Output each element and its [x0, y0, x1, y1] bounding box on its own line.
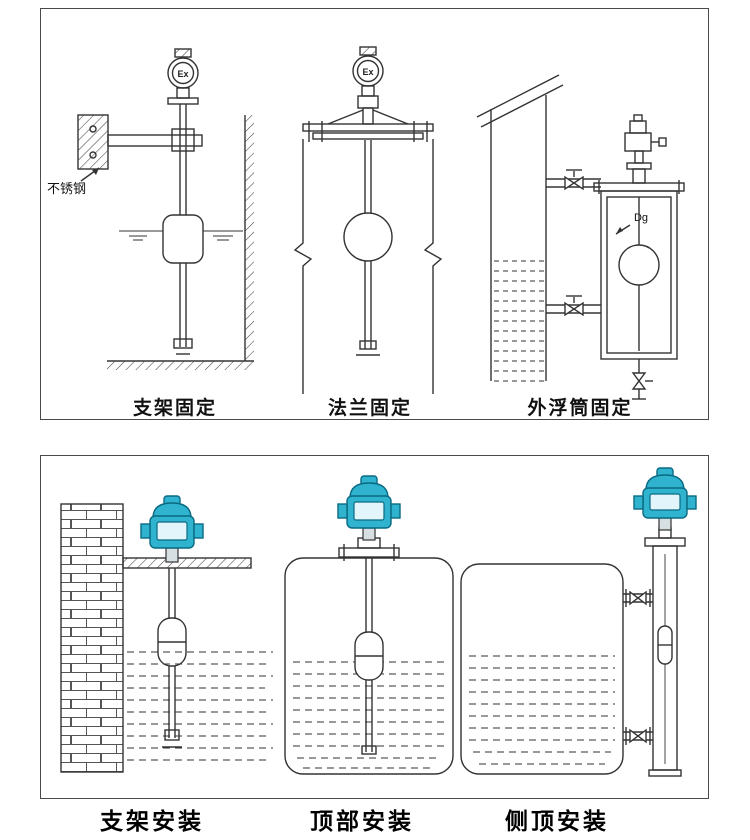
valve-icon	[629, 728, 647, 744]
bottom-stop	[361, 745, 377, 755]
chamber-transmitter	[624, 114, 667, 184]
panel-fixing-methods: Ex	[40, 8, 709, 420]
bottom-connection-valve	[546, 295, 601, 317]
figure-external-chamber: Dg	[476, 74, 685, 400]
float-body	[354, 631, 384, 681]
valve-icon	[564, 175, 584, 191]
figure-side-top-install	[460, 467, 697, 777]
tank-wall	[107, 115, 254, 370]
liquid-level-dashes	[469, 655, 615, 765]
display-window	[649, 493, 681, 511]
stainless-steel-label: 不锈钢	[47, 181, 86, 196]
external-tube	[648, 545, 682, 777]
caption-flange-fixed: 法兰固定	[327, 398, 413, 419]
float-ball	[618, 244, 660, 286]
top-connection-valve	[623, 589, 653, 607]
stainless-steel-callout: 不锈钢	[47, 167, 100, 196]
brick-wall	[60, 503, 124, 773]
dg-callout: Dg	[615, 212, 648, 235]
caption-external-chamber-fixed: 外浮筒固定	[527, 398, 633, 419]
transmitter	[140, 495, 204, 563]
float-body	[657, 625, 673, 665]
caption-bracket-install: 支架安装	[100, 808, 204, 834]
figure-bracket-fixed: Ex	[47, 48, 254, 370]
dg-label: Dg	[634, 212, 648, 224]
transmitter	[633, 467, 697, 531]
ex-head-icon: Ex	[352, 46, 384, 125]
float-ball	[343, 212, 393, 262]
transmitter	[337, 475, 401, 541]
mounting-flange	[338, 537, 400, 561]
tank-wall	[293, 139, 443, 394]
display-window	[353, 501, 385, 521]
valve-icon	[564, 301, 584, 317]
liquid-level-dashes	[127, 651, 273, 761]
display-window	[156, 521, 188, 541]
top-connection-valve	[546, 169, 601, 191]
bracket-arm	[77, 114, 203, 170]
panel-install-methods	[40, 455, 709, 799]
caption-top-install: 顶部安装	[310, 808, 414, 834]
vessel-wall	[476, 74, 564, 381]
bracket-arm	[122, 557, 252, 569]
ex-label: Ex	[177, 69, 188, 79]
fixing-methods-drawing: Ex	[47, 46, 685, 400]
bottom-stop	[173, 338, 193, 355]
caption-bracket-fixed: 支架固定	[132, 398, 218, 419]
drain-valve	[631, 359, 653, 400]
valve-icon	[629, 590, 647, 606]
figure-bracket-install	[60, 495, 273, 773]
figure-top-install	[284, 475, 454, 775]
float-body	[162, 214, 204, 264]
caption-side-top-install: 侧顶安装	[505, 808, 609, 834]
install-methods-drawing	[60, 467, 697, 777]
ex-head-icon: Ex	[167, 48, 199, 105]
bottom-stop	[356, 340, 380, 356]
float-body	[157, 617, 187, 667]
ex-label: Ex	[362, 67, 373, 77]
mounting-flange	[302, 109, 434, 142]
figure-flange-fixed: Ex	[293, 46, 443, 394]
mounting-flange	[644, 527, 686, 547]
liquid-level-dashes	[494, 260, 544, 382]
bottom-connection-valve	[623, 727, 653, 745]
bottom-stop	[162, 729, 182, 748]
valve-icon	[631, 372, 647, 390]
tank	[460, 563, 624, 775]
